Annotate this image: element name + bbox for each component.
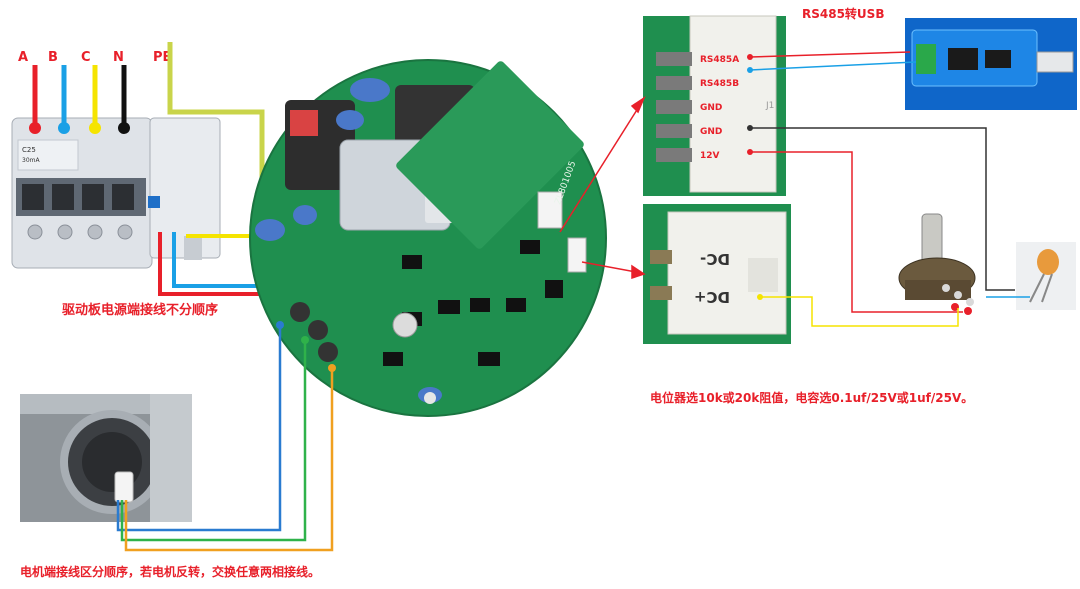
dc-plus-label: DC+ [694, 288, 730, 306]
rs485-usb-title: RS485转USB [802, 6, 884, 21]
phase-label-n: N [113, 50, 124, 65]
pin-label-rs485a: RS485A [700, 55, 739, 65]
connector-j1-label: J1 [765, 101, 774, 111]
circuit-breaker: C25 30mA [11, 117, 221, 269]
power-wiring-note: 驱动板电源端接线不分顺序 [62, 303, 219, 318]
rs485-connector-panel: RS485A RS485B GND GND 12V J1 [643, 15, 786, 196]
motor-photo [20, 394, 192, 522]
driver-board: ZL801005 [249, 59, 607, 417]
board-to-connector-arrows [559, 95, 646, 280]
motor-wires [116, 321, 336, 552]
phase-label-pe: PE [153, 50, 172, 65]
breaker-model-text: C25 [22, 146, 36, 154]
pin-label-rs485b: RS485B [700, 79, 739, 89]
rs485-usb-adapter [905, 18, 1077, 110]
pin-label-gnd-1: GND [700, 103, 722, 113]
potentiometer [898, 213, 976, 315]
motor-wiring-note: 电机端接线区分顺序，若电机反转，交换任意两相接线。 [20, 565, 321, 579]
potentiometer-note: 电位器选10k或20k阻值，电容选0.1uf/25V或1uf/25V。 [650, 391, 974, 405]
pin-label-12v: 12V [700, 151, 720, 161]
dc-connector-panel: DC- DC+ [643, 204, 791, 344]
signal-wires [747, 51, 1030, 327]
phase-label-a: A [18, 50, 29, 65]
breaker-rating-text: 30mA [22, 157, 40, 164]
phase-label-b: B [48, 50, 58, 65]
capacitor-photo [1016, 242, 1076, 310]
phase-label-c: C [81, 50, 91, 65]
input-wires [29, 42, 265, 200]
pin-label-gnd-2: GND [700, 127, 722, 137]
dc-minus-label: DC- [700, 250, 730, 268]
